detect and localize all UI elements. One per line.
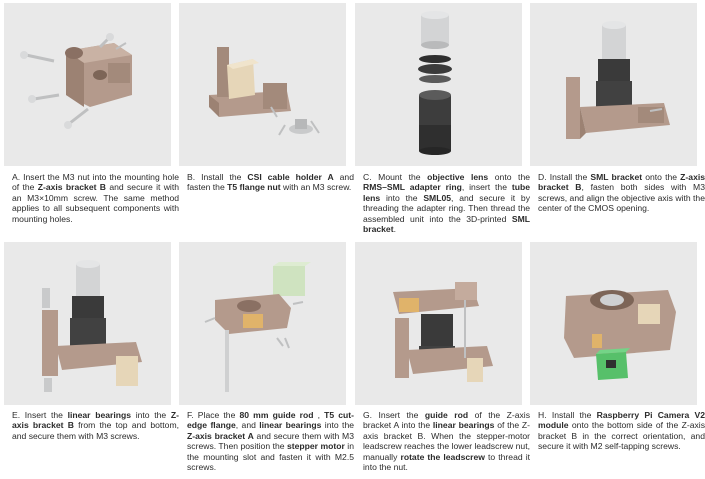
caption-text: onto the <box>488 172 531 182</box>
caption-bold-term: T5 flange nut <box>227 182 281 193</box>
caption-bold-term: linear bearings <box>67 410 132 420</box>
caption-text: B. Install the <box>187 172 248 182</box>
caption-text: with an M3 screw. <box>280 182 352 193</box>
step-h-caption: H. Install the Raspberry Pi Camera V2 mo… <box>538 410 705 452</box>
caption-bold-term: linear bearings <box>259 420 322 431</box>
caption-text: into the <box>321 420 354 431</box>
step-c-image <box>355 3 522 166</box>
step-a-image <box>4 3 171 166</box>
caption-text: onto the bottom side of the Z-axis brack… <box>538 420 705 452</box>
caption-bold-term: Z-axis bracket B <box>37 182 107 193</box>
step-g-image <box>355 242 522 405</box>
step-a-caption: A. Insert the M3 nut into the mounting h… <box>12 172 179 224</box>
caption-text: and fasten the <box>187 172 354 193</box>
caption-bold-term: Z-axis bracket B <box>538 172 705 193</box>
caption-text: G. Insert the <box>363 410 425 420</box>
caption-bold-term: SML05 <box>423 192 452 203</box>
caption-text: D. Install the <box>538 172 591 182</box>
caption-bold-term: SML bracket <box>590 172 643 182</box>
step-c-caption: C. Mount the objective lens onto the RMS… <box>363 172 530 234</box>
caption-bold-term: CSI cable holder A <box>247 172 334 182</box>
caption-text: and secure it with an M3×10mm screw. The… <box>12 182 179 224</box>
caption-text: C. Mount the <box>363 172 428 182</box>
caption-bold-term: Raspberry Pi Camera V2 module <box>538 410 705 431</box>
caption-bold-term: SML bracket <box>363 213 530 235</box>
step-h-image <box>530 242 697 405</box>
caption-text: in the mounting slot and fasten it with … <box>187 441 354 473</box>
caption-text: to thread it into the nut. <box>363 451 531 473</box>
caption-text: and secure them with M3 screws. Then pos… <box>187 430 354 452</box>
caption-bold-term: objective lens <box>427 172 489 182</box>
caption-text: H. Install the <box>538 410 597 420</box>
step-d-caption: D. Install the SML bracket onto the Z-ax… <box>538 172 705 214</box>
caption-text: , fasten both sides with M3 screws, and … <box>538 182 705 214</box>
caption-text: into the <box>131 410 171 420</box>
caption-text: . <box>393 224 396 235</box>
caption-bold-term: rotate the leadscrew <box>400 451 485 462</box>
step-f-caption: F. Place the 80 mm guide rod , T5 cut-ed… <box>187 410 354 472</box>
caption-text: into the <box>380 192 424 203</box>
step-b-image <box>179 3 346 166</box>
step-b-caption: B. Install the CSI cable holder A and fa… <box>187 172 354 193</box>
step-g-caption: G. Insert the guide rod of the Z-axis br… <box>363 410 530 472</box>
caption-text: , <box>313 410 325 420</box>
step-f-image <box>179 242 346 405</box>
caption-text: A. Insert the M3 nut into the mounting h… <box>12 172 179 193</box>
caption-text: , and secure it by threading the adapter… <box>363 192 531 224</box>
caption-text: , insert the <box>461 182 512 193</box>
caption-text: of the Z-axis bracket B. When the steppe… <box>363 420 530 462</box>
caption-text: from the top and bottom, and secure them… <box>12 420 179 441</box>
caption-bold-term: Z-axis bracket A <box>187 430 254 441</box>
caption-bold-term: RMS–SML adapter ring <box>363 182 462 193</box>
caption-text: F. Place the <box>187 410 240 420</box>
step-d-image <box>530 3 697 166</box>
step-e-image <box>4 242 171 405</box>
step-e-caption: E. Insert the linear bearings into the Z… <box>12 410 179 441</box>
caption-bold-term: stepper motor <box>286 441 345 452</box>
caption-bold-term: 80 mm guide rod <box>239 410 314 420</box>
caption-bold-term: tube lens <box>363 182 530 203</box>
caption-bold-term: T5 cut-edge flange <box>187 410 355 431</box>
caption-text: E. Insert the <box>12 410 68 420</box>
caption-bold-term: Z-axis bracket B <box>12 410 179 431</box>
caption-text: of the Z-axis bracket A into the <box>363 410 530 431</box>
caption-bold-term: linear bearings <box>432 420 495 431</box>
caption-text: , and <box>235 420 260 431</box>
caption-bold-term: guide rod <box>424 410 469 420</box>
caption-text: onto the <box>642 172 681 182</box>
